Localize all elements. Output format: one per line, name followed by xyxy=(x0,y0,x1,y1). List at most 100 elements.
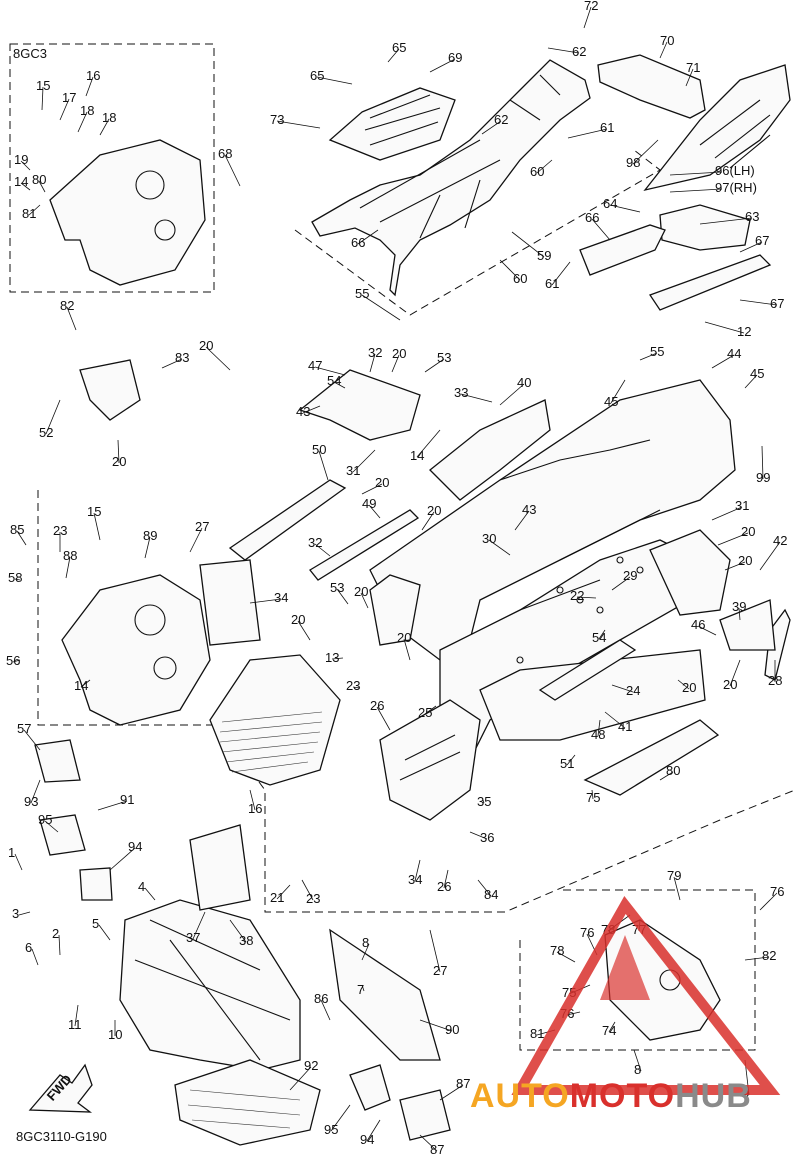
callout-leader-line xyxy=(20,182,31,191)
callout-number: 87 xyxy=(456,1076,470,1091)
callout-number: 58 xyxy=(8,570,22,585)
callout-leader-line xyxy=(633,1049,642,1072)
callout-leader-line xyxy=(711,354,735,369)
callout-number: 1 xyxy=(8,845,15,860)
callout-leader-line xyxy=(739,299,778,306)
callout-leader-line xyxy=(361,294,401,321)
callout-leader-line xyxy=(65,556,71,579)
subframe-group-outline xyxy=(294,149,661,316)
callout-number: 91 xyxy=(120,792,134,807)
callout-leader-line xyxy=(98,924,111,941)
callout-number: 19 xyxy=(14,152,28,167)
callout-number: 75 xyxy=(586,790,600,805)
callout-leader-line xyxy=(161,358,183,369)
callout-number: 34 xyxy=(274,590,288,605)
callout-number: 14 xyxy=(410,448,424,463)
callout-number: 60 xyxy=(530,164,544,179)
callout-number: 70 xyxy=(660,33,674,48)
callout-leader-line xyxy=(331,657,344,660)
callout-leader-line xyxy=(144,887,156,901)
callout-number: 6 xyxy=(25,940,32,955)
callout-leader-line xyxy=(424,358,445,373)
callout-leader-line xyxy=(38,180,46,193)
callout-number: 20 xyxy=(427,503,441,518)
callout-leader-line xyxy=(352,686,361,689)
callout-number: 95 xyxy=(324,1122,338,1137)
callout-leader-line xyxy=(45,399,61,435)
callout-leader-line xyxy=(659,41,668,59)
callout-number: 23 xyxy=(53,523,67,538)
callout-number: 51 xyxy=(560,756,574,771)
callout-number: 29 xyxy=(623,568,637,583)
callout-number: 44 xyxy=(727,346,741,361)
callout-leader-line xyxy=(514,510,530,531)
callout-number: 88 xyxy=(63,548,77,563)
callout-leader-line xyxy=(289,1066,312,1091)
callout-leader-line xyxy=(376,706,391,731)
figure-code-label: 8GC3110-G190 xyxy=(16,1129,107,1144)
callout-leader-line xyxy=(192,911,206,940)
callout-leader-line xyxy=(576,596,597,599)
callout-leader-line xyxy=(566,754,576,766)
callout-leader-line xyxy=(109,847,136,871)
callout-leader-line xyxy=(352,449,376,473)
callout-number: 15 xyxy=(36,78,50,93)
callout-leader-line xyxy=(333,381,346,389)
callout-number: 5 xyxy=(92,916,99,931)
callout-number: 43 xyxy=(296,404,310,419)
frame-group-outline xyxy=(37,490,796,913)
callout-leader-line xyxy=(44,820,59,833)
callout-leader-line xyxy=(74,1004,79,1027)
callout-number: 20 xyxy=(723,677,737,692)
callout-number: 92 xyxy=(304,1058,318,1073)
callout-leader-line xyxy=(357,229,379,245)
callout-leader-line xyxy=(759,892,778,911)
callout-number: 54 xyxy=(327,373,341,388)
callout-leader-line xyxy=(419,1019,453,1032)
callout-leader-line xyxy=(499,383,525,406)
callout-leader-line xyxy=(659,771,674,781)
callout-leader-line xyxy=(551,261,571,286)
callout-number: 24 xyxy=(626,683,640,698)
callout-number: 20 xyxy=(741,524,755,539)
callout-number: 74 xyxy=(602,1023,616,1038)
callout-leader-line xyxy=(597,719,601,737)
callout-number: 53 xyxy=(437,350,451,365)
callout-leader-line xyxy=(697,625,717,636)
callout-number: 48 xyxy=(591,727,605,742)
callout-leader-line xyxy=(391,354,400,373)
callout-number: 33 xyxy=(454,385,468,400)
callout-number: 50 xyxy=(312,442,326,457)
callout-leader-line xyxy=(488,539,511,556)
callout-leader-line xyxy=(99,118,110,136)
callout-leader-line xyxy=(499,259,521,281)
callout-leader-line xyxy=(361,943,370,961)
callout-leader-line xyxy=(229,919,247,943)
callout-leader-line xyxy=(403,638,411,661)
callout-number: 32 xyxy=(308,535,322,550)
callout-number: 35 xyxy=(477,794,491,809)
side-cover xyxy=(579,54,791,311)
callout-number: 37 xyxy=(186,930,200,945)
callout-leader-line xyxy=(744,374,758,389)
callout-number: 80 xyxy=(666,763,680,778)
callout-number: 53 xyxy=(330,580,344,595)
callout-number: 20 xyxy=(199,338,213,353)
callout-leader-line xyxy=(591,789,594,800)
callout-leader-line xyxy=(419,1134,438,1152)
callout-leader-line xyxy=(482,799,485,804)
callout-leader-line xyxy=(704,321,745,334)
callout-leader-line xyxy=(301,879,314,901)
callout-leader-line xyxy=(711,506,743,521)
callout-number: 23 xyxy=(306,891,320,906)
callout-leader-line xyxy=(58,934,61,956)
callout-leader-line xyxy=(249,789,256,811)
callout-leader-line xyxy=(66,306,77,331)
callout-leader-line xyxy=(632,139,659,165)
callout-number: 27 xyxy=(195,519,209,534)
callout-leader-line xyxy=(738,607,741,621)
callout-number: 25 xyxy=(418,705,432,720)
callout-number: 79 xyxy=(667,868,681,883)
callout-leader-line xyxy=(14,578,21,581)
